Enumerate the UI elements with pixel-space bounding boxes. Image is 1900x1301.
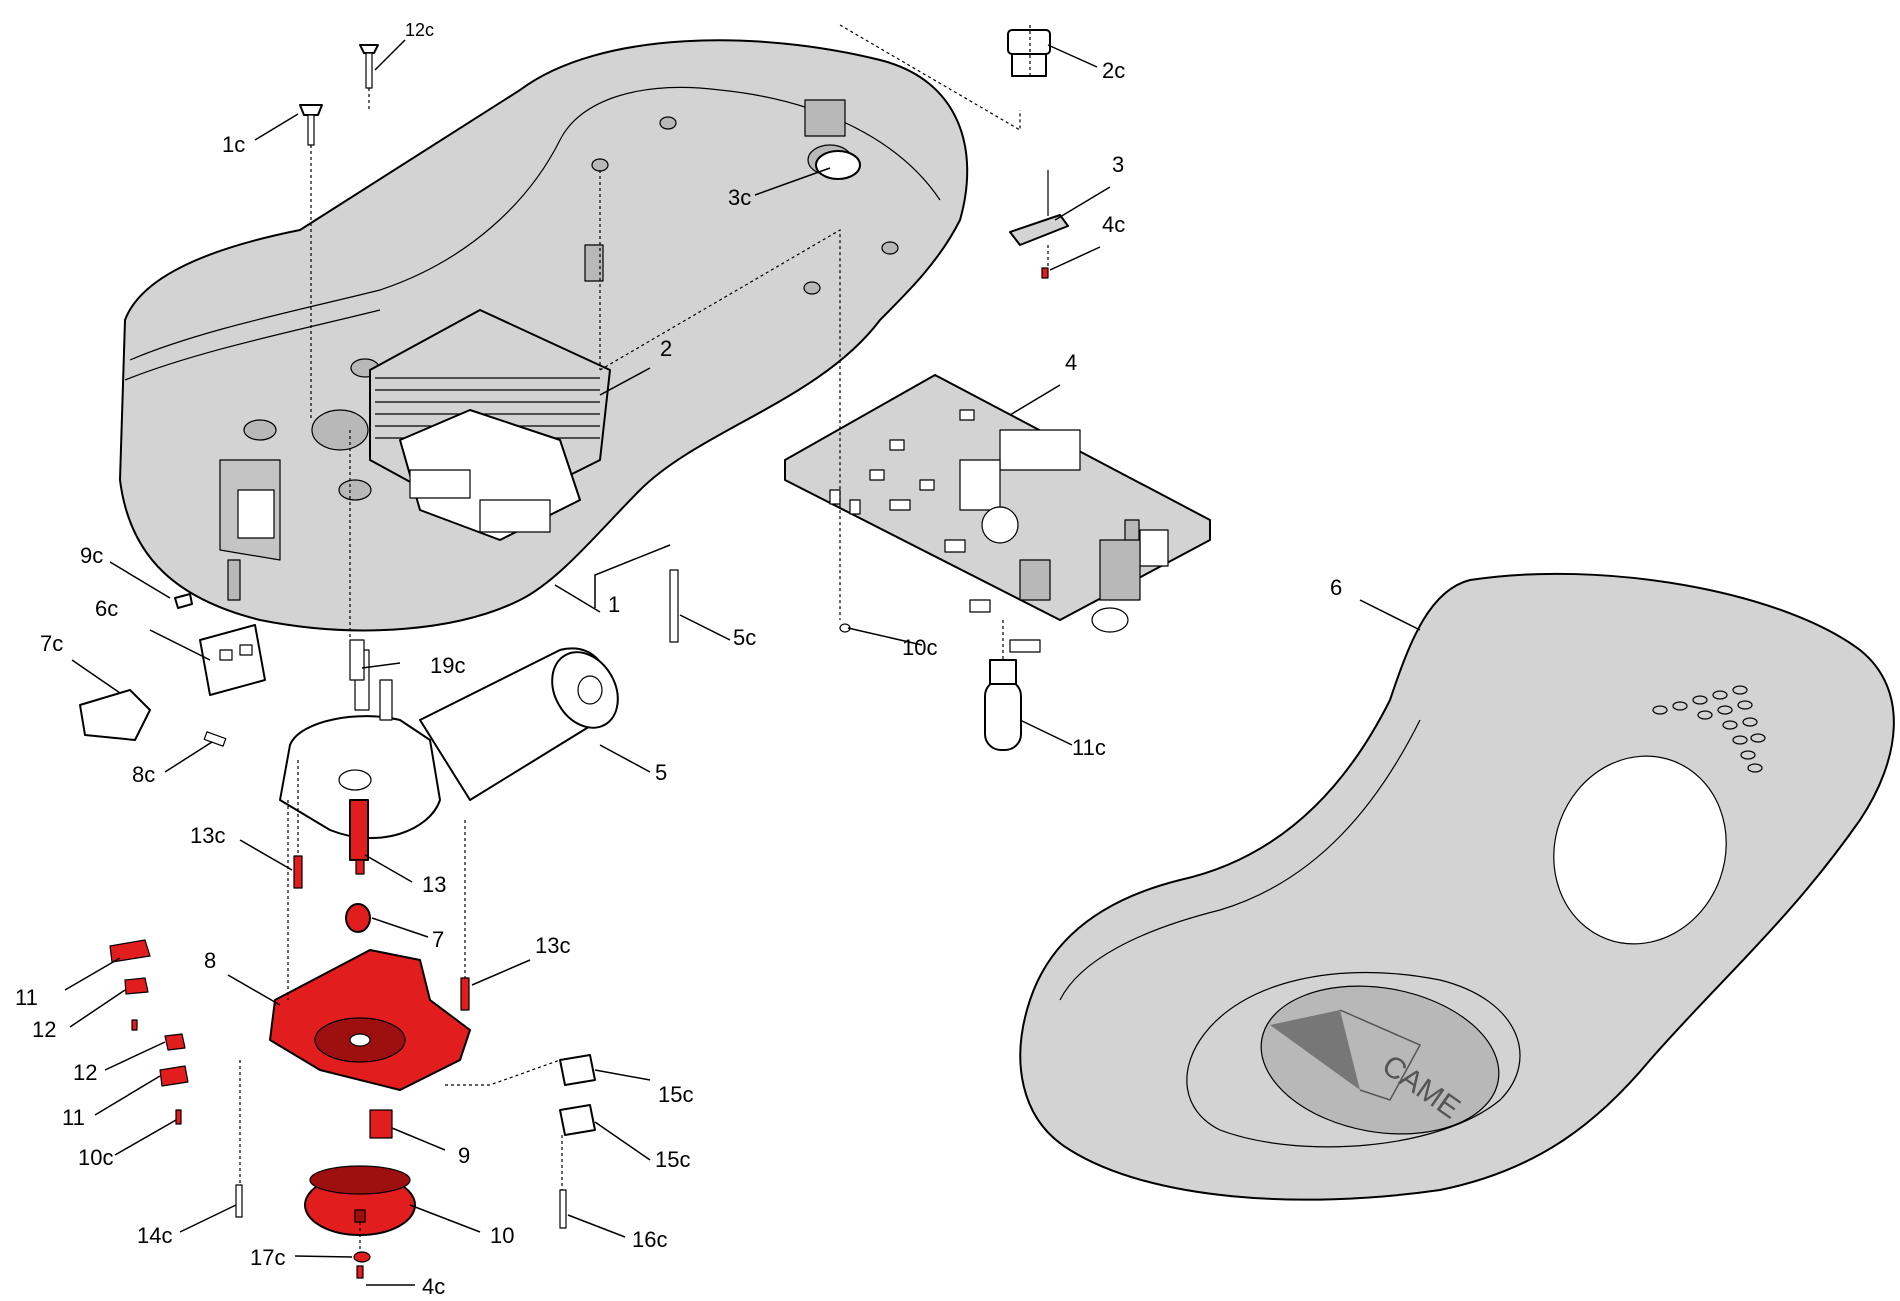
label-13c-left: 13c [190, 823, 225, 848]
cable-gland-2c [1007, 29, 1051, 77]
microswitch-15c-bottom [559, 1104, 596, 1136]
label-8: 8 [204, 948, 216, 973]
label-9c: 9c [80, 543, 103, 568]
label-10: 10 [490, 1223, 514, 1248]
label-12-bottom: 12 [73, 1060, 97, 1085]
bracket-part-3 [1009, 170, 1069, 246]
control-board-part-4 [784, 374, 1211, 653]
label-10c-board: 10c [902, 635, 937, 660]
gear-part-7 [345, 903, 371, 933]
nut-3c [815, 150, 861, 180]
label-2c: 2c [1102, 58, 1125, 83]
gear-plate-part-8 [269, 949, 471, 1091]
housing-part-1 [119, 39, 969, 632]
label-7: 7 [432, 927, 444, 952]
shaft-19c [349, 639, 365, 681]
label-11-top: 11 [15, 985, 38, 1010]
screw-12c [359, 44, 379, 54]
pin-8c [203, 731, 227, 747]
transformer-part-2 [369, 309, 611, 541]
label-1: 1 [608, 592, 620, 617]
screw-4c-top [1041, 267, 1049, 279]
label-6c: 6c [95, 596, 118, 621]
label-17c: 17c [250, 1245, 285, 1270]
screw-5c [669, 569, 679, 643]
label-4: 4 [1065, 350, 1077, 375]
microswitch-15c-top [559, 1054, 596, 1086]
screw-16c [559, 1189, 567, 1229]
screw-4c-bottom [356, 1265, 364, 1279]
washer-part-17c [353, 1251, 371, 1263]
label-19c: 19c [430, 653, 465, 678]
assembly-dash-lines [239, 24, 1049, 1252]
screw-9c [174, 593, 193, 609]
motor-part-5 [279, 647, 619, 839]
label-13c-right: 13c [535, 933, 570, 958]
label-3: 3 [1112, 152, 1124, 177]
label-1c: 1c [222, 132, 245, 157]
leader-lines [64, 39, 1421, 1286]
label-13: 13 [422, 872, 446, 897]
screw-1c [299, 104, 323, 116]
label-11c: 11c [1072, 735, 1106, 760]
screw-14c [235, 1184, 243, 1218]
label-11-bottom: 11 [62, 1105, 85, 1130]
small-hardware [79, 29, 1069, 1229]
limit-switch-parts-11-12 [109, 939, 189, 1125]
cover-vent-holes [1652, 685, 1766, 773]
label-4c-bottom: 4c [422, 1274, 445, 1299]
highlighted-replacement-parts [109, 267, 1049, 1279]
label-6: 6 [1330, 575, 1342, 600]
cover-plate-part-10 [304, 1165, 416, 1236]
label-5c: 5c [733, 625, 756, 650]
label-4c-top: 4c [1102, 212, 1125, 237]
label-10c-left: 10c [78, 1145, 113, 1170]
label-12-top: 12 [32, 1017, 56, 1042]
label-7c: 7c [40, 631, 63, 656]
bulb-part-11c [984, 659, 1022, 751]
terminal-block-6c [199, 624, 266, 696]
socket-7c [79, 689, 151, 741]
cover-part-6: CAME [1019, 572, 1895, 1201]
label-16c: 16c [632, 1227, 667, 1252]
label-8c: 8c [132, 762, 155, 787]
label-2: 2 [660, 336, 672, 361]
label-12c: 12c [405, 20, 434, 40]
part-labels: 1c 12c 2c 3c 3 4c 2 4 1 5c 10c 11c 6 5 1… [15, 20, 1342, 1299]
label-3c: 3c [728, 185, 751, 210]
label-9: 9 [458, 1143, 470, 1168]
gear-part-9 [369, 1109, 393, 1139]
worm-shaft-part-13 [349, 799, 369, 875]
label-15c-bottom: 15c [655, 1147, 690, 1172]
label-5: 5 [655, 760, 667, 785]
label-14c: 14c [137, 1223, 172, 1248]
label-15c-top: 15c [658, 1082, 693, 1107]
